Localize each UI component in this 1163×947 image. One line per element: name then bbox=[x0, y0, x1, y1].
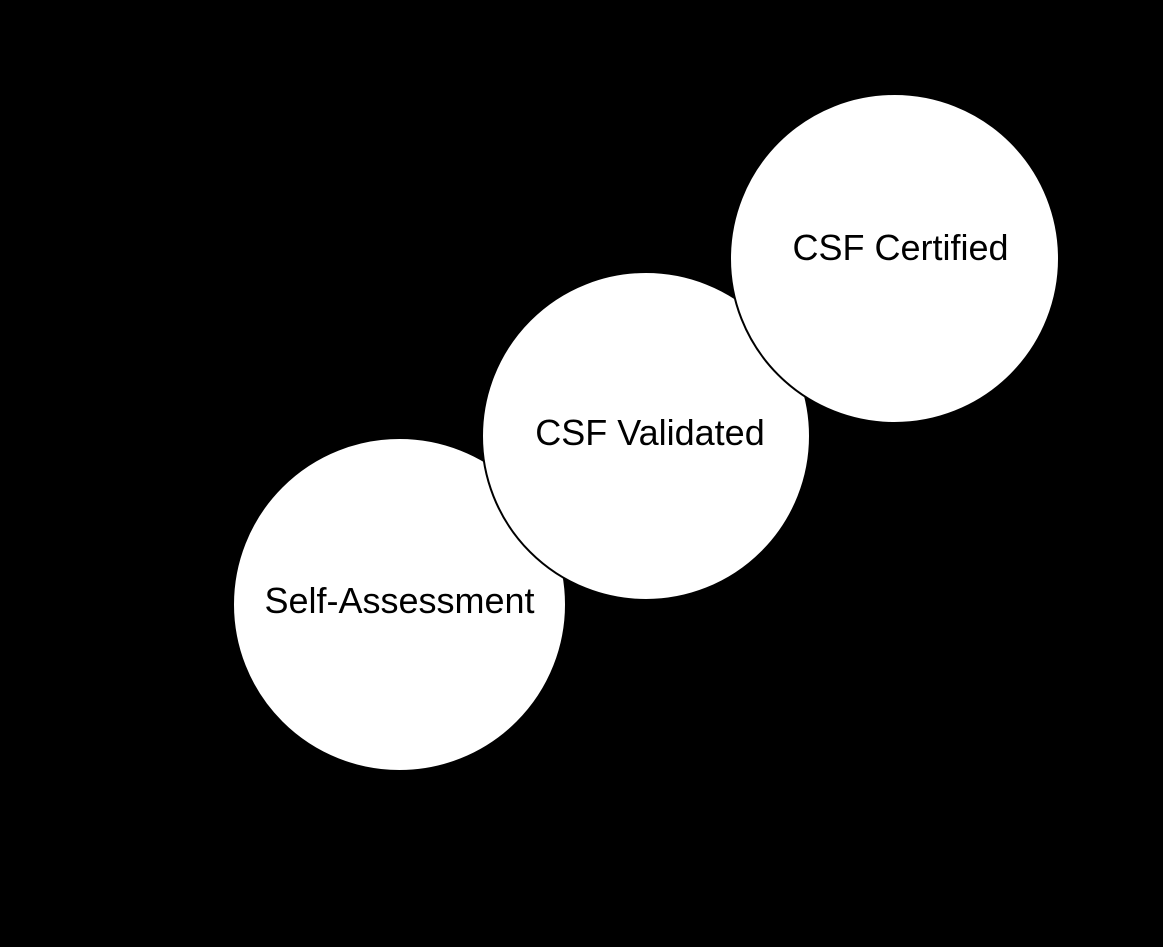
step-label-csf-validated: CSF Validated bbox=[535, 412, 765, 453]
step-label-self-assessment: Self-Assessment bbox=[264, 579, 535, 621]
step-label-csf-certified: CSF Certified bbox=[792, 226, 1009, 268]
step-circle-csf-validated: CSF Validated bbox=[481, 271, 811, 601]
step-circle-csf-certified: CSF Certified bbox=[729, 93, 1060, 424]
